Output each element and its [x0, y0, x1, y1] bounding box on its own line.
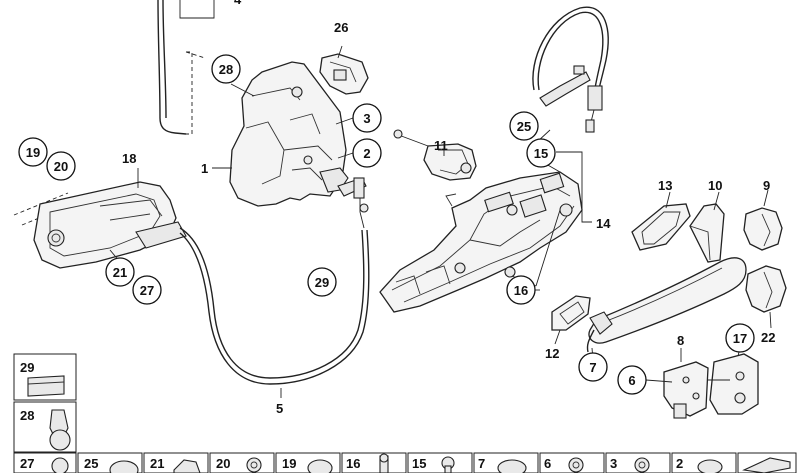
handle-gasket-13 — [631, 203, 691, 251]
callout-16-circle — [506, 275, 536, 305]
legend-side-label-29: 29 — [20, 360, 34, 375]
callout-25: 25 — [517, 119, 531, 134]
bracket-17 — [709, 353, 759, 415]
callout-17-circle — [725, 323, 755, 353]
legend-side: 29 28 — [13, 353, 77, 453]
legend-bottom-label-15: 15 — [412, 456, 426, 471]
callout-8: 8 — [677, 333, 684, 348]
end-cap-22 — [745, 265, 787, 313]
callout-28: 28 — [219, 62, 233, 77]
callout-25-circle — [509, 111, 539, 141]
legend-bottom-label-20: 20 — [216, 456, 230, 471]
callout-12: 12 — [545, 346, 559, 361]
legend-bottom-label-27: 27 — [20, 456, 34, 471]
callout-26: 26 — [334, 20, 348, 35]
callout-21-circle — [105, 257, 135, 287]
mounting-clip-part — [319, 53, 369, 95]
callout-22: 22 — [761, 330, 775, 345]
legend-bottom-cell-16 — [341, 452, 407, 473]
outer-door-handle — [586, 203, 747, 353]
legend-bottom-label-6: 6 — [544, 456, 551, 471]
lock-cable-part — [532, 6, 609, 133]
callout-10: 10 — [708, 178, 722, 193]
callout-9: 9 — [763, 178, 770, 193]
legend-bottom-label-3: 3 — [610, 456, 617, 471]
legend-bottom-label-19: 19 — [282, 456, 296, 471]
callout-6-circle — [617, 365, 647, 395]
callout-16: 16 — [514, 283, 528, 298]
callout-15: 15 — [534, 146, 548, 161]
callout-20-circle — [46, 151, 76, 181]
callout-27: 27 — [140, 283, 154, 298]
legend-bottom-label-2: 2 — [676, 456, 683, 471]
door-lock-housing — [229, 61, 367, 207]
callout-13: 13 — [658, 178, 672, 193]
legend-bottom-cell-15 — [407, 452, 473, 473]
legend-side-label-28: 28 — [20, 408, 34, 423]
callout-15-circle — [526, 138, 556, 168]
legend-bottom-label-21: 21 — [150, 456, 164, 471]
callout-4: 4 — [234, 0, 242, 7]
handle-carrier-mechanism — [379, 171, 583, 313]
legend-bottom-label-16: 16 — [346, 456, 360, 471]
callout-3-circle — [352, 103, 382, 133]
callout-3: 3 — [363, 111, 370, 126]
legend-bottom-label-7: 7 — [478, 456, 485, 471]
lock-cylinder-part — [393, 129, 477, 181]
callout-20: 20 — [54, 159, 68, 174]
callout-2-circle — [352, 138, 382, 168]
callout-1: 1 — [201, 161, 208, 176]
bracket-8 — [663, 361, 709, 419]
legend-bottom: 27 25 21 20 19 16 15 7 6 3 — [13, 452, 797, 473]
callouts: 4 26 28 3 2 1 19 20 18 21 27 29 5 11 25 … — [18, 0, 775, 416]
callout-27-circle — [132, 275, 162, 305]
callout-29-circle — [307, 267, 337, 297]
callout-2: 2 — [363, 146, 370, 161]
callout-14: 14 — [596, 216, 611, 231]
callout-11: 11 — [434, 138, 448, 153]
callout-19-circle — [18, 137, 48, 167]
callout-5: 5 — [276, 401, 283, 416]
callout-19: 19 — [26, 145, 40, 160]
legend-bottom-label-25: 25 — [84, 456, 98, 471]
callout-6: 6 — [628, 373, 635, 388]
callout-18: 18 — [122, 151, 136, 166]
callout-7-circle — [578, 352, 608, 382]
bowden-cable-part — [157, 0, 215, 135]
callout-7: 7 — [589, 360, 596, 375]
release-cable-part — [179, 177, 370, 385]
callout-28-circle — [211, 54, 241, 84]
callout-21: 21 — [113, 265, 127, 280]
handle-gasket-12 — [551, 295, 591, 331]
callout-29: 29 — [315, 275, 329, 290]
end-cap-9 — [743, 207, 783, 251]
handle-bezel-left — [13, 181, 187, 269]
callout-17: 17 — [733, 331, 747, 346]
